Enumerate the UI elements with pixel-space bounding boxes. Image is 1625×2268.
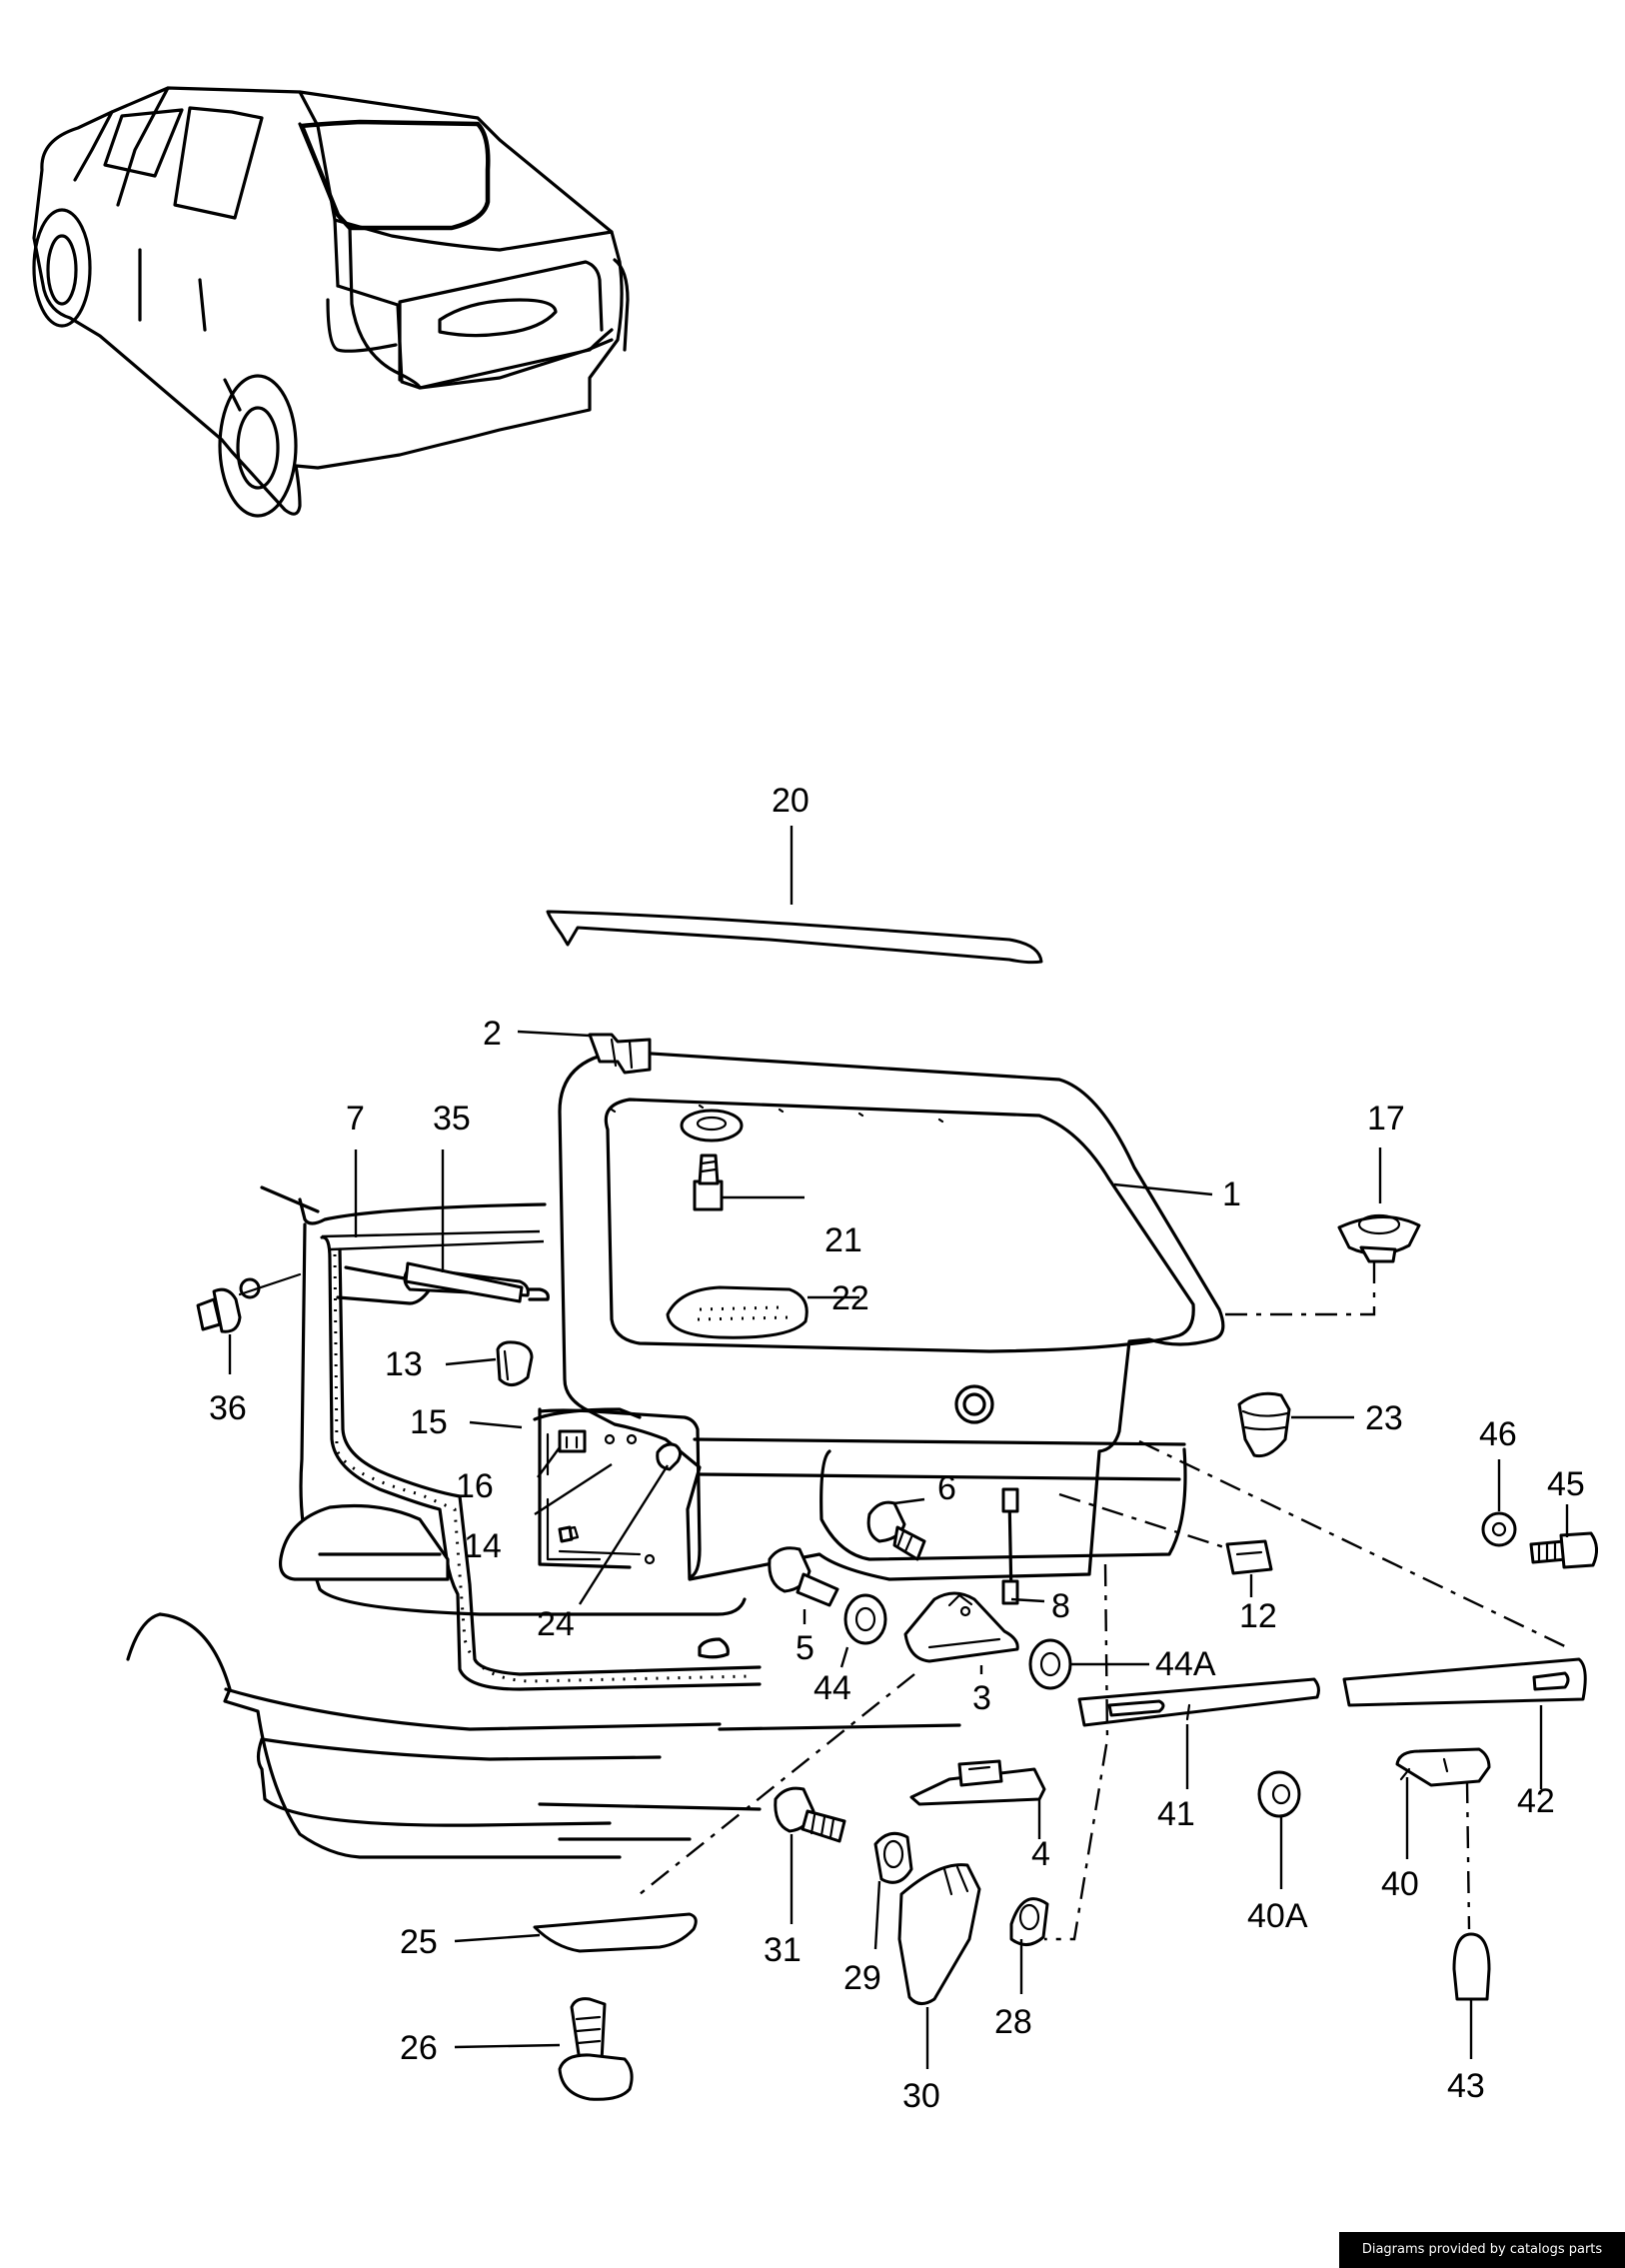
pad-22-part — [666, 1285, 859, 1339]
body-opening-part — [260, 1185, 762, 1691]
callout-7: 7 — [346, 1100, 365, 1137]
callout-35: 35 — [433, 1100, 471, 1137]
callout-1: 1 — [1222, 1175, 1241, 1213]
grommet-40a-part — [1257, 1770, 1301, 1889]
leader-1 — [1113, 1182, 1213, 1196]
washer-44a-part — [1028, 1638, 1149, 1690]
washer-46-part — [1481, 1459, 1517, 1547]
cover-30-part — [897, 1863, 981, 2069]
screw-45-part — [1529, 1504, 1598, 1569]
lock-area-parts — [469, 1407, 683, 1605]
callout-43: 43 — [1447, 2067, 1485, 2105]
bulb-43-part — [1452, 1932, 1491, 2059]
bulb-holder-40-part — [1395, 1747, 1491, 1930]
callout-23: 23 — [1365, 1399, 1403, 1437]
callout-44: 44 — [813, 1669, 851, 1707]
tailgate-part — [558, 1050, 1225, 1581]
callout-4: 4 — [1031, 1835, 1050, 1873]
callout-28: 28 — [994, 2003, 1032, 2041]
washer-44-part — [839, 1593, 887, 1668]
callout-45: 45 — [1547, 1465, 1585, 1503]
callout-40A: 40A — [1247, 1897, 1308, 1935]
callout-30: 30 — [902, 2077, 940, 2115]
hinge-part — [517, 1030, 652, 1075]
callout-16: 16 — [456, 1467, 494, 1505]
strip-41-part — [1077, 1677, 1320, 1789]
callout-22: 22 — [831, 1279, 869, 1317]
callout-24: 24 — [537, 1605, 575, 1643]
rod-8-part — [1001, 1487, 1045, 1605]
credit-banner: Diagrams provided by catalogs parts — [1339, 2232, 1625, 2268]
callout-14: 14 — [464, 1527, 502, 1565]
callout-25: 25 — [400, 1923, 438, 1961]
callout-20: 20 — [772, 782, 810, 820]
clip-part — [445, 1340, 534, 1386]
callout-41: 41 — [1157, 1795, 1195, 1833]
callout-26: 26 — [400, 2029, 438, 2067]
callout-36: 36 — [209, 1389, 247, 1427]
bushing-28-part — [1009, 1897, 1049, 1994]
screw-31-part — [774, 1786, 846, 1924]
callout-labels: 20 2 7 35 17 1 21 22 36 13 23 46 45 15 1… — [209, 782, 1585, 2115]
trim-25-part — [454, 1912, 698, 1953]
bumper-stop-23-part — [1237, 1391, 1354, 1458]
callout-12: 12 — [1239, 1597, 1277, 1635]
car-overview-illustration — [32, 86, 630, 518]
grommet-29-part — [873, 1831, 913, 1950]
clip-12-part — [1058, 1492, 1273, 1597]
callout-29: 29 — [843, 1959, 881, 1997]
screw-6-part — [866, 1497, 926, 1561]
gas-strut-part — [344, 1149, 524, 1303]
callout-8: 8 — [1051, 1587, 1070, 1625]
spoiler-part — [546, 826, 1043, 965]
grommet-17-part — [1224, 1147, 1421, 1316]
callout-5: 5 — [796, 1629, 814, 1667]
callout-44A: 44A — [1155, 1645, 1216, 1683]
screw-26-part — [454, 1997, 634, 2101]
callout-3: 3 — [972, 1679, 991, 1717]
ball-stud-part — [196, 1272, 302, 1374]
callout-21: 21 — [824, 1221, 862, 1259]
callout-31: 31 — [764, 1931, 802, 1969]
callout-46: 46 — [1479, 1415, 1517, 1453]
striker-4-part — [909, 1563, 1109, 1941]
callout-42: 42 — [1517, 1782, 1555, 1820]
screw-5-part — [768, 1546, 839, 1624]
callout-40: 40 — [1381, 1865, 1419, 1903]
callout-17: 17 — [1367, 1100, 1405, 1137]
grommet-21-part — [680, 1109, 805, 1211]
callout-13: 13 — [385, 1345, 423, 1383]
strip-42-part — [1138, 1439, 1587, 1789]
rear-bumper-part — [126, 1612, 961, 1859]
lock-3-part — [639, 1591, 1019, 1895]
callout-2: 2 — [483, 1015, 502, 1053]
callout-15: 15 — [410, 1403, 448, 1441]
callout-6: 6 — [937, 1469, 956, 1507]
